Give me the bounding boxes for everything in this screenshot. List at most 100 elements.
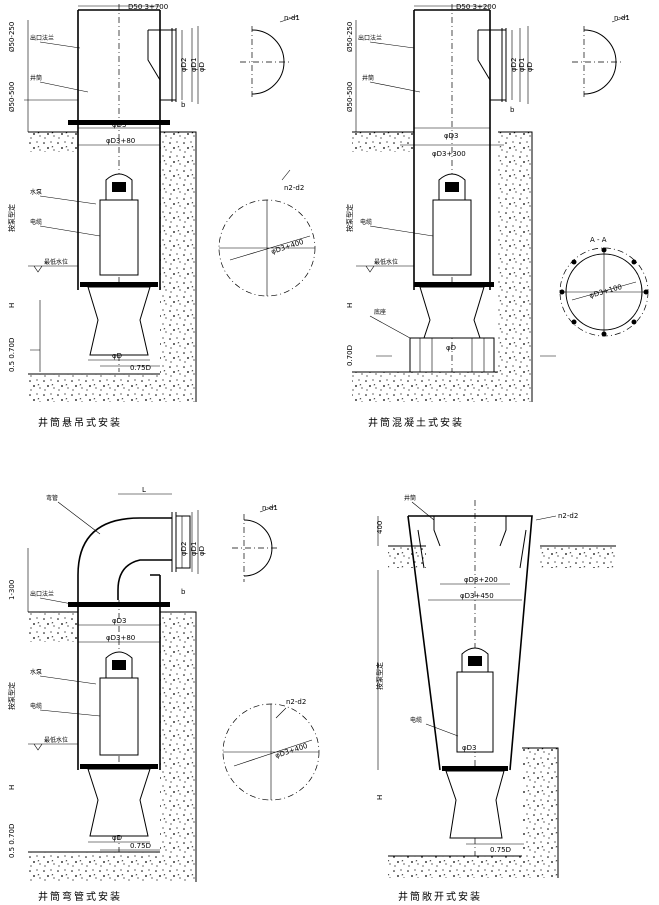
shaft-c [77, 574, 161, 770]
dim-L-c: L [142, 486, 146, 494]
dim-circle-b: φD3+100 [588, 283, 623, 300]
ground-bottom-b [352, 372, 532, 402]
dim-d3-b: φD3 [444, 132, 458, 140]
label-level-c: 最低水位 [44, 736, 68, 744]
dim-hw-a: H [8, 303, 16, 308]
dim-hw-d: H [376, 795, 384, 800]
dim-d-bottom-a: φD [112, 352, 122, 360]
outlet-b [490, 28, 507, 102]
dim-bottom-height-c: 0.5 0.70D [8, 824, 16, 858]
dim-d3-plus-b: φD3+300 [432, 150, 466, 158]
caption-d: 井筒敞开式安装 [398, 890, 482, 903]
label-level-a: 最低水位 [44, 258, 68, 266]
dim-pump-height-a: 按泵型定 [7, 204, 16, 232]
dim-height-c: 1-300 [8, 580, 16, 600]
dim-mid-height-a: Ø50-500 [8, 82, 16, 112]
label-cable-b: 电缆 [360, 218, 372, 226]
section-label-b: A - A [590, 236, 607, 244]
label-flange-c: 出口法兰 [30, 590, 54, 598]
outlet-a [160, 28, 177, 102]
dim-bottom-width-a: 0.75D [130, 364, 151, 372]
ground-bottom-d [388, 856, 558, 878]
dim-top-width-a: D50 3+700 [128, 3, 168, 11]
dim-n-d1-a: n-d1 [284, 14, 300, 22]
pump-body-b [432, 199, 472, 276]
dim-d1-b: φD1 [518, 58, 526, 72]
dim-bottom-width-c: 0.75D [130, 842, 151, 850]
label-level-b: 最低水位 [374, 258, 398, 266]
panel-d-open: 400 按泵型定 H φD3+200 φD3+450 φD3 n2-d2 0.7… [375, 494, 616, 903]
dim-n-d2-a: n2-d2 [284, 184, 304, 192]
dim-b-b: b [510, 106, 515, 114]
elbow-pipe-c [77, 517, 172, 600]
ground-left-c [28, 612, 78, 642]
dim-d2-a: φD2 [180, 58, 188, 72]
ground-right-c [160, 612, 196, 882]
panel-a-suspended: D50 3+700 Ø50-250 Ø50-500 按泵型定 H 0.5 0.7… [7, 3, 316, 429]
ground-right-a [160, 132, 196, 402]
dim-n-d1-c: n-d1 [262, 504, 278, 512]
pump-body-d [456, 671, 494, 753]
dim-circle-a: φD3+400 [270, 238, 305, 256]
concrete-base-b [409, 337, 495, 373]
dim-d0-c: φD [198, 546, 206, 556]
label-flange-a: 出口法兰 [30, 34, 54, 42]
ground-bottom-a [28, 374, 196, 402]
dim-b-c: b [181, 588, 186, 596]
dim-pump-height-b: 按泵型定 [345, 204, 354, 232]
dim-n-d2-c: n2-d2 [286, 698, 306, 706]
dim-d-bottom-b: φD [446, 344, 456, 352]
dim-top-width-b: D50 3+200 [456, 3, 496, 11]
dim-d3-c: φD3 [112, 617, 126, 625]
caption-b: 井筒混凝土式安装 [368, 416, 464, 429]
dim-bottom-height-a: 0.5 0.70D [8, 338, 16, 372]
pump-body-c [99, 677, 139, 756]
dim-hw-c: H [8, 785, 16, 790]
ground-right-b [498, 132, 532, 402]
dim-d0-b: φD [526, 62, 534, 72]
dim-circle-c: φD3+400 [274, 742, 309, 760]
panel-c-elbow: L 1-300 按泵型定 H 0.5 0.70D φD3 φD3+80 φD2 … [7, 486, 320, 903]
outlet-c [171, 512, 191, 572]
label-cable-a: 电缆 [30, 218, 42, 226]
dim-bottom-height-b: 0.70D [346, 345, 354, 366]
dim-mid-height-b: Ø50-500 [346, 82, 354, 112]
dim-d0-a: φD [198, 62, 206, 72]
dim-d-bottom-c: φD [112, 834, 122, 842]
label-base-b: 底座 [374, 308, 386, 316]
pump-bell-a [87, 286, 151, 356]
dim-d3-plus-d: φD3+200 [464, 576, 498, 584]
ground-left-b [352, 132, 414, 152]
label-pump-a: 水泵 [30, 188, 42, 196]
ground-left-d [388, 546, 426, 568]
label-shaft-b: 井筒 [362, 74, 374, 82]
pump-bell-b [419, 286, 485, 339]
dim-top-height-d: 400 [376, 521, 384, 534]
dim-d2-c: φD2 [180, 542, 188, 556]
caption-c: 井筒弯管式安装 [38, 890, 122, 903]
label-shaft-a: 井筒 [30, 74, 42, 82]
dim-d1-c: φD1 [190, 542, 198, 556]
dim-d1-a: φD1 [190, 58, 198, 72]
dim-d3-d: φD3 [462, 744, 476, 752]
dim-n-d1-b: n-d1 [614, 14, 630, 22]
dim-d3-a: φD3 [112, 121, 126, 129]
label-elbow-c: 弯管 [46, 494, 58, 502]
label-flange-b: 出口法兰 [358, 34, 382, 42]
dim-upper-height-a: Ø50-250 [8, 22, 16, 52]
panel-b-concrete: D50 3+200 Ø50-250 Ø50-500 按泵型定 H 0.70D φ… [345, 3, 649, 429]
dim-d2-b: φD2 [510, 58, 518, 72]
ground-right-d [540, 546, 616, 568]
pump-bell-c [87, 768, 151, 837]
dim-pump-height-c: 按泵型定 [7, 682, 16, 710]
label-cable-d: 电缆 [410, 716, 422, 724]
label-pump-c: 水泵 [30, 668, 42, 676]
dim-upper-height-b: Ø50-250 [346, 22, 354, 52]
dim-bottom-width-d: 0.75D [490, 846, 511, 854]
dim-d3-plus2-d: φD3+450 [460, 592, 494, 600]
pump-bell-d [445, 770, 505, 839]
dim-n-d2-d: n2-d2 [558, 512, 578, 520]
dim-d3-plus-a: φD3+80 [106, 137, 135, 145]
caption-a: 井筒悬吊式安装 [38, 416, 122, 429]
